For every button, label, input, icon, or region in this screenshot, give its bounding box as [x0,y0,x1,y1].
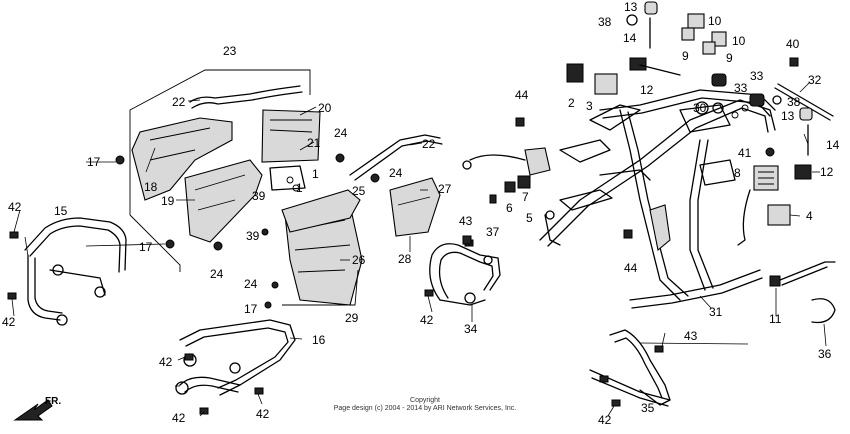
callout-35: 35 [641,401,655,415]
callout-39: 39 [252,189,266,203]
callout-37: 37 [486,225,500,239]
callout-17: 17 [87,155,101,169]
callout-16: 16 [312,333,326,347]
copyright-notice: Copyright Page design (c) 2004 - 2014 by… [300,397,550,413]
callout-13: 13 [624,0,638,14]
callout-31: 31 [709,305,723,319]
callout-26: 26 [352,253,366,267]
callout-24: 24 [389,166,403,180]
callout-10: 10 [708,14,722,28]
callout-labels: 13 38 10 14 10 9 9 40 32 2 3 12 33 33 30… [2,0,840,427]
copyright-title: Copyright [410,397,440,404]
callout-24: 24 [244,277,258,291]
callout-11: 11 [769,312,782,326]
callout-1: 1 [296,181,303,195]
callout-9: 9 [726,51,733,65]
callout-24: 24 [334,126,348,140]
front-label: FR. [45,396,61,407]
callout-6: 6 [506,201,513,215]
callout-24: 24 [210,267,224,281]
main-frame [539,89,776,309]
callout-10: 10 [732,34,746,48]
callout-21: 21 [307,136,321,150]
callout-42: 42 [598,413,612,427]
callout-30: 30 [693,101,707,115]
callout-27: 27 [438,182,452,196]
callout-42: 42 [2,315,16,329]
callout-14: 14 [623,31,637,45]
front-arrow-icon [13,399,53,421]
callout-39: 39 [246,229,260,243]
callout-18: 18 [144,180,158,194]
callout-2: 2 [568,96,575,110]
callout-9: 9 [682,49,689,63]
callout-5: 5 [526,211,533,225]
callout-14: 14 [826,138,840,152]
callout-12: 12 [640,83,654,97]
callout-41: 41 [738,146,752,160]
callout-42: 42 [172,411,186,425]
callout-33: 33 [750,69,764,83]
callout-7: 7 [522,190,529,204]
callout-42: 42 [159,355,173,369]
callout-15: 15 [54,204,68,218]
callout-3: 3 [586,99,593,113]
callout-42: 42 [256,407,270,421]
callout-43: 43 [459,214,473,228]
callout-44: 44 [515,88,529,102]
callout-23: 23 [223,44,237,58]
copyright-text: Page design (c) 2004 - 2014 by ARI Netwo… [333,405,517,412]
callout-38: 38 [787,95,801,109]
callout-43: 43 [684,329,698,343]
callout-22: 22 [422,137,436,151]
callout-17: 17 [244,302,258,316]
callout-20: 20 [318,101,332,115]
callout-8: 8 [734,166,741,180]
callout-12: 12 [820,165,834,179]
callout-42: 42 [420,313,434,327]
callout-32: 32 [808,73,822,87]
front-direction-indicator: FR. [13,396,61,421]
callout-4: 4 [806,209,813,223]
engine-guard-center [424,239,501,306]
callout-28: 28 [398,252,412,266]
callout-40: 40 [786,37,800,51]
callout-13: 13 [781,109,795,123]
callout-34: 34 [464,322,478,336]
callout-29: 29 [345,311,359,325]
callout-44: 44 [624,261,638,275]
callout-1: 1 [312,167,319,181]
callout-38: 38 [598,15,612,29]
engine-guard-left [7,217,127,326]
side-cover-assembly [115,69,443,309]
callout-42: 42 [8,200,22,214]
callout-25: 25 [352,184,366,198]
callout-19: 19 [161,194,175,208]
electrical-components [462,1,836,324]
rear-guard-right [589,329,671,407]
callout-22: 22 [172,95,186,109]
engine-guard-lower [175,319,296,415]
callout-36: 36 [818,347,832,361]
callout-17: 17 [139,240,153,254]
callout-33: 33 [734,81,748,95]
leader-lines [11,81,827,417]
